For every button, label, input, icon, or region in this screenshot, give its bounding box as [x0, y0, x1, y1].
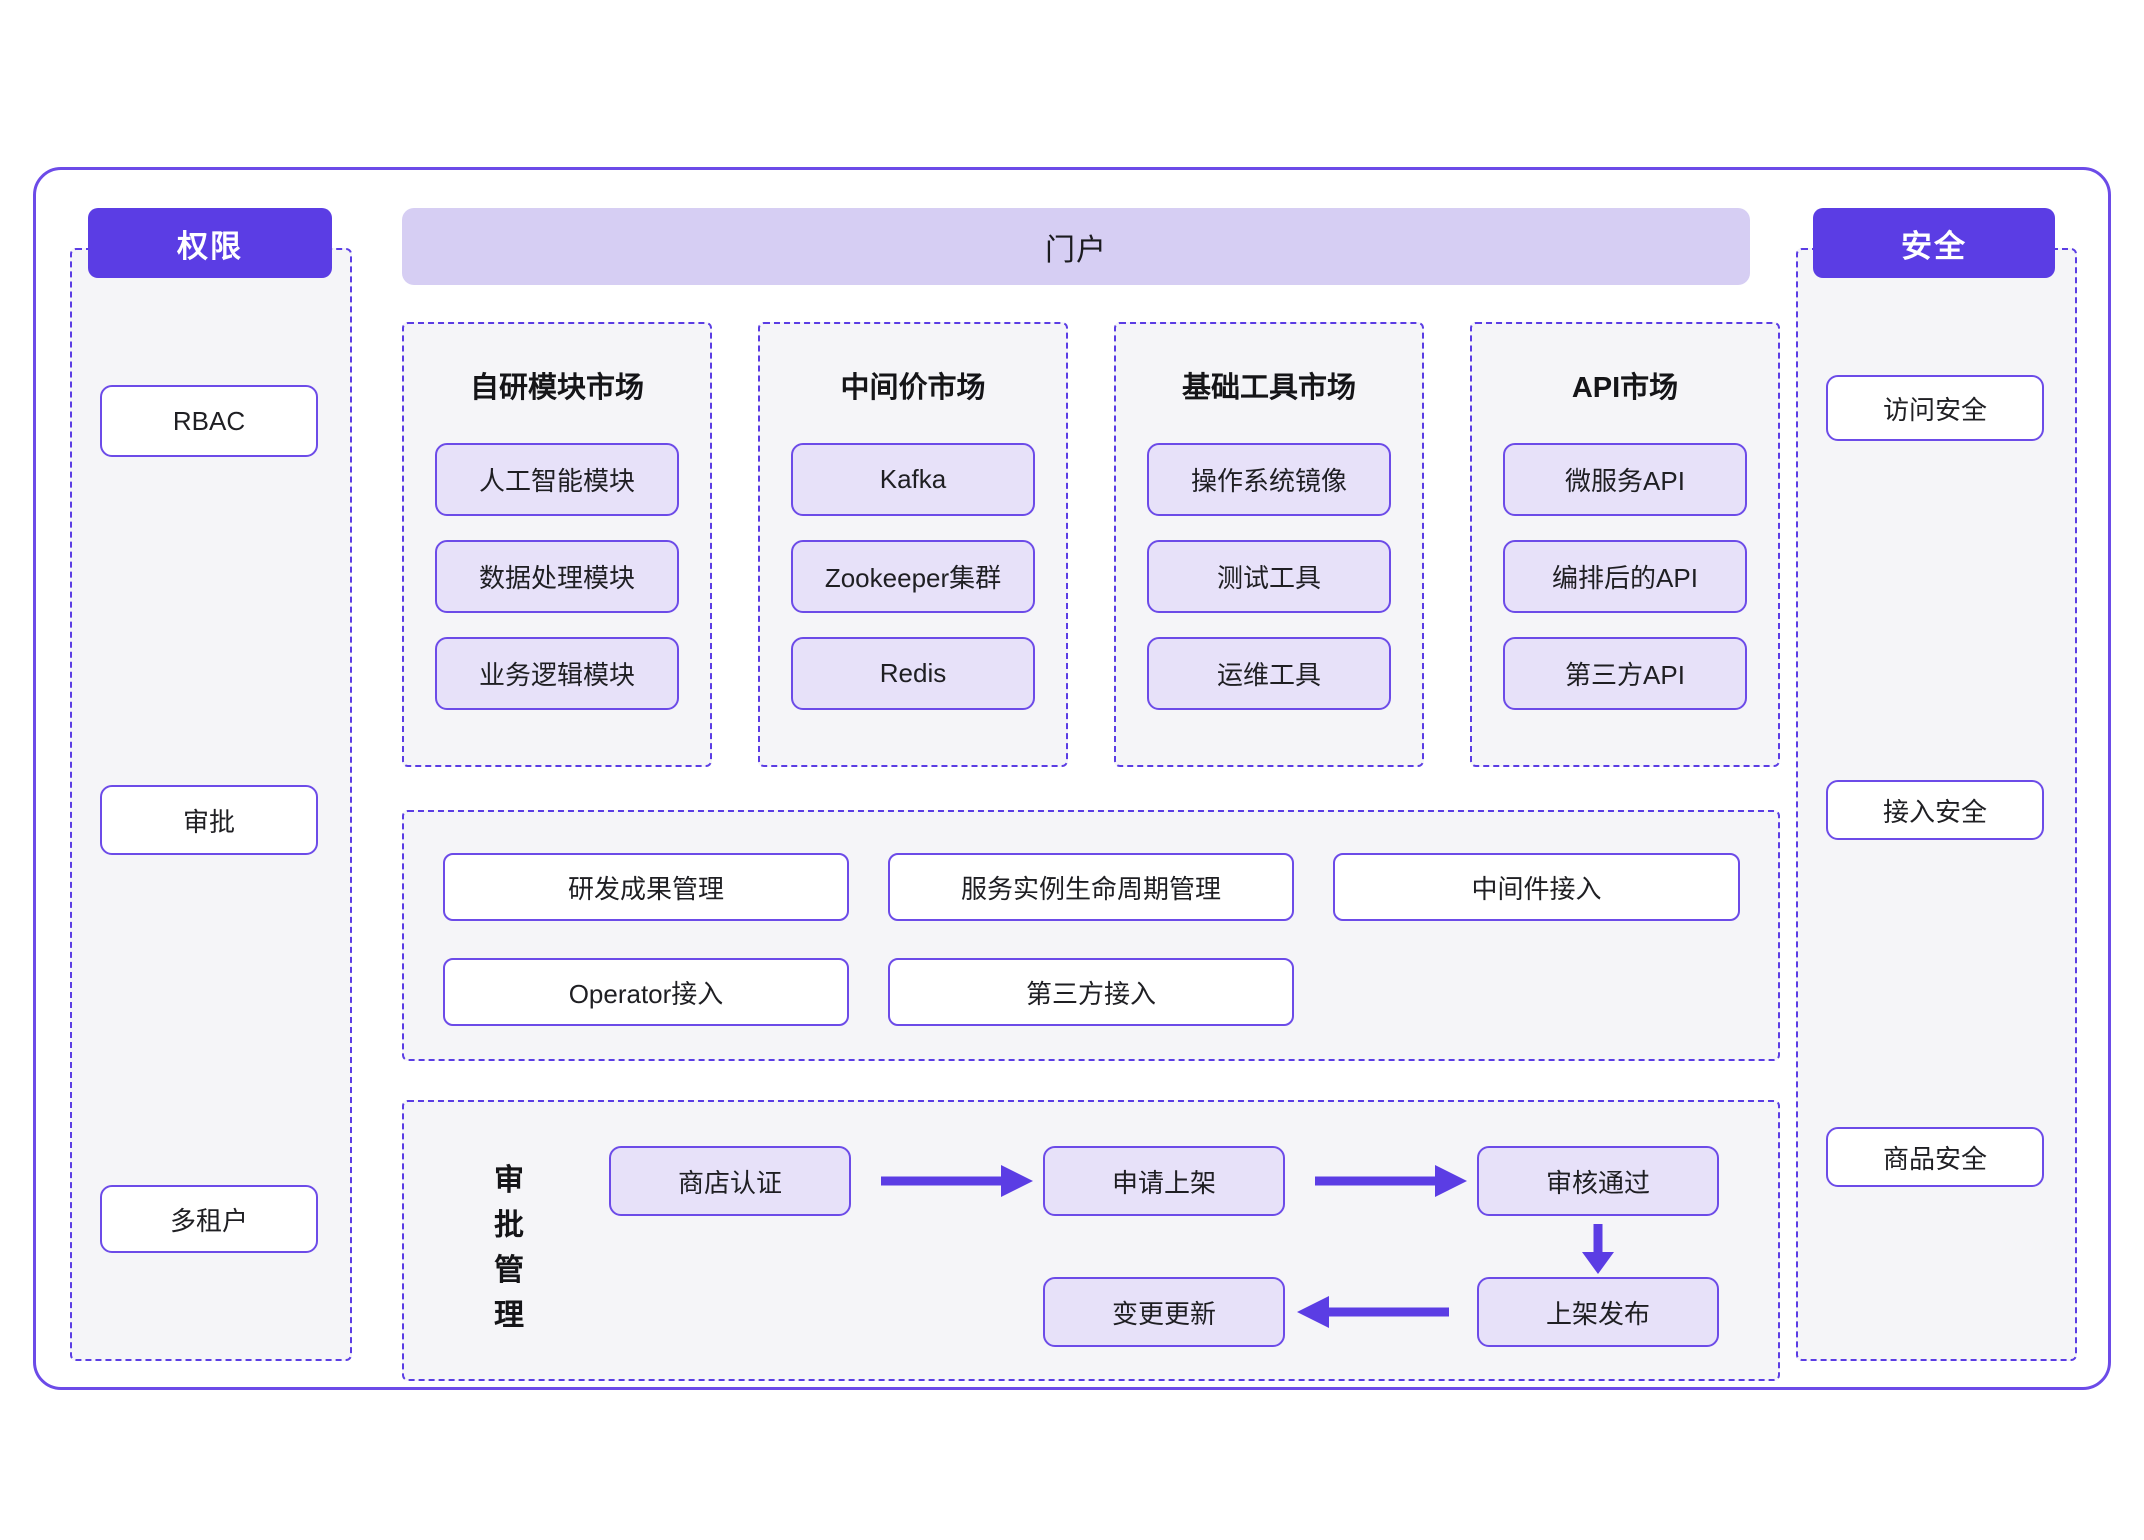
access-security-box: 访问安全	[1826, 375, 2044, 441]
approval-flow-label-char: 管	[494, 1254, 524, 1287]
flow-step-publish-listing: 上架发布	[1477, 1277, 1719, 1347]
approval-flow-label-char: 批	[494, 1209, 524, 1242]
portal-banner: 门户	[402, 208, 1750, 285]
permissions-header: 权限	[88, 208, 332, 278]
integration-security-box: 接入安全	[1826, 780, 2044, 840]
service-instance-lifecycle-box: 服务实例生命周期管理	[888, 853, 1294, 921]
market-column-self-developed-modules: 自研模块市场 人工智能模块 数据处理模块 业务逻辑模块	[402, 322, 712, 767]
market-item: 运维工具	[1147, 637, 1391, 710]
market-item: 数据处理模块	[435, 540, 679, 613]
arrow-right-icon	[881, 1165, 1033, 1197]
flow-step-store-certification: 商店认证	[609, 1146, 851, 1216]
arrow-right-icon	[1315, 1165, 1467, 1197]
approval-flow-label-char: 审	[494, 1164, 524, 1197]
market-title: 基础工具市场	[1181, 372, 1356, 404]
market-item: 测试工具	[1147, 540, 1391, 613]
operator-integration-box: Operator接入	[443, 958, 849, 1026]
market-item: Redis	[791, 637, 1035, 710]
market-column-middleware: 中间价市场 Kafka Zookeeper集群 Redis	[758, 322, 1068, 767]
markets-row: 自研模块市场 人工智能模块 数据处理模块 业务逻辑模块 中间价市场 Kafka …	[402, 322, 1780, 767]
security-header: 安全	[1813, 208, 2055, 278]
market-item: 编排后的API	[1503, 540, 1747, 613]
middleware-integration-box: 中间件接入	[1333, 853, 1740, 921]
flow-step-review-passed: 审核通过	[1477, 1146, 1719, 1216]
market-item: 人工智能模块	[435, 443, 679, 516]
approval-flow-label: 审 批 管 理	[494, 1166, 524, 1331]
arrow-left-icon	[1297, 1296, 1449, 1328]
market-item: 操作系统镜像	[1147, 443, 1391, 516]
multi-tenant-box: 多租户	[100, 1185, 318, 1253]
flow-step-change-update: 变更更新	[1043, 1277, 1285, 1347]
approval-flow-label-char: 理	[494, 1299, 524, 1332]
market-title: 自研模块市场	[469, 372, 644, 404]
market-item: 微服务API	[1503, 443, 1747, 516]
market-item: Kafka	[791, 443, 1035, 516]
market-title: API市场	[1571, 372, 1679, 404]
market-column-basic-tools: 基础工具市场 操作系统镜像 测试工具 运维工具	[1114, 322, 1424, 767]
market-item: 第三方API	[1503, 637, 1747, 710]
approval-flow-section: 审 批 管 理 商店认证 申请上架 审核通过 上架发布 变更更新	[402, 1100, 1780, 1381]
third-party-integration-box: 第三方接入	[888, 958, 1294, 1026]
market-item: 业务逻辑模块	[435, 637, 679, 710]
arrow-down-icon	[1582, 1224, 1614, 1274]
rd-results-management-box: 研发成果管理	[443, 853, 849, 921]
market-column-api: API市场 微服务API 编排后的API 第三方API	[1470, 322, 1780, 767]
rbac-box: RBAC	[100, 385, 318, 457]
market-item: Zookeeper集群	[791, 540, 1035, 613]
approval-box: 审批	[100, 785, 318, 855]
product-security-box: 商品安全	[1826, 1127, 2044, 1187]
flow-step-apply-listing: 申请上架	[1043, 1146, 1285, 1216]
market-title: 中间价市场	[840, 372, 986, 404]
outer-frame	[33, 167, 2111, 1390]
